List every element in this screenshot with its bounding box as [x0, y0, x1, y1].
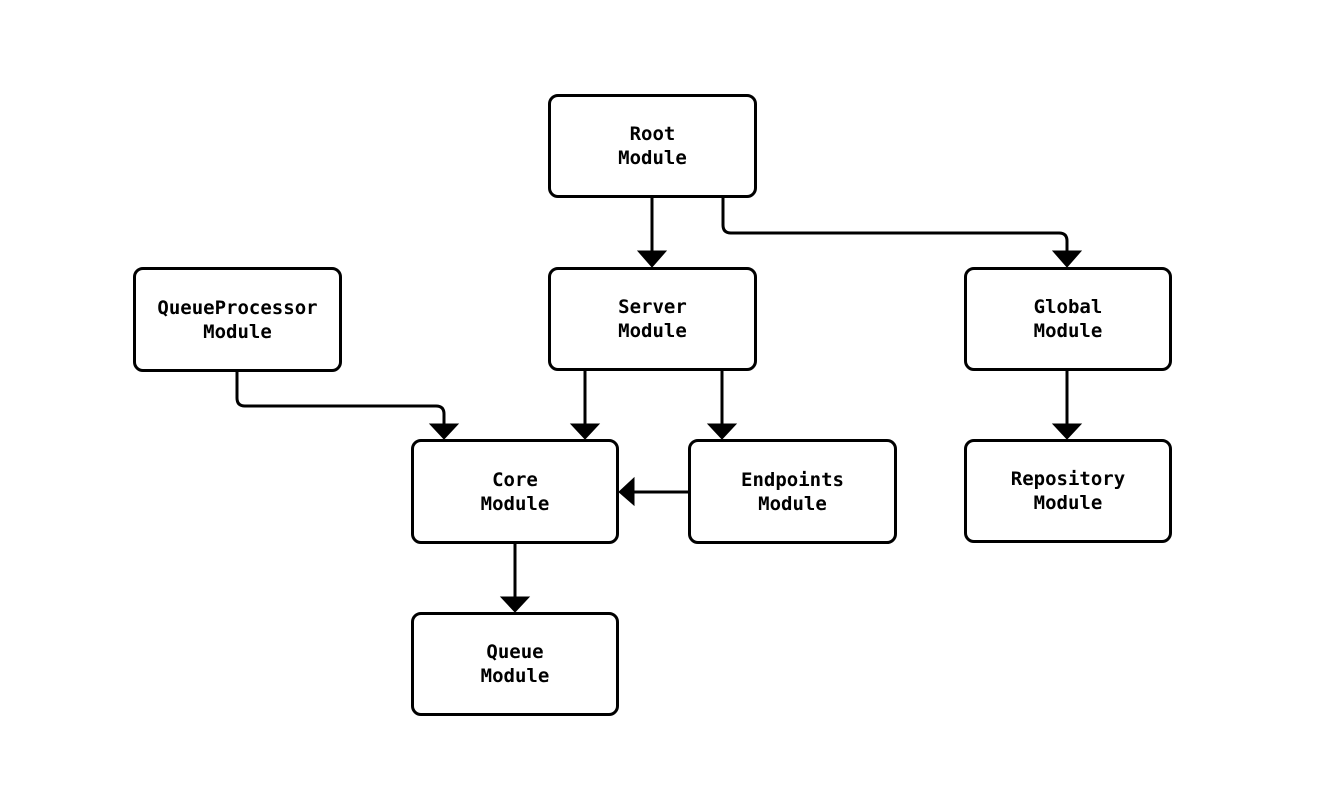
node-queueprocessor-module: QueueProcessor Module [133, 267, 342, 372]
node-server-module-label: Server Module [618, 296, 687, 342]
node-root-module-label: Root Module [618, 123, 687, 169]
edge-root-server [636, 198, 668, 268]
edge-endpoints-core [618, 476, 688, 507]
node-endpoints-module: Endpoints Module [688, 439, 897, 544]
node-queue-module: Queue Module [411, 612, 619, 716]
edge-queueprocessor-core [235, 372, 460, 440]
node-server-module: Server Module [548, 267, 757, 371]
node-queueprocessor-module-label: QueueProcessor Module [157, 296, 318, 343]
node-repository-module: Repository Module [964, 439, 1172, 543]
node-core-module-label: Core Module [480, 468, 550, 515]
edge-global-repository [1051, 371, 1083, 440]
node-core-module: Core Module [411, 439, 619, 544]
node-global-module: Global Module [964, 267, 1172, 371]
node-global-module-label: Global Module [1033, 296, 1103, 342]
node-endpoints-module-label: Endpoints Module [741, 468, 844, 515]
edge-core-queue [499, 544, 531, 613]
node-repository-module-label: Repository Module [1010, 468, 1126, 514]
node-root-module: Root Module [548, 94, 757, 198]
edge-server-core [569, 371, 601, 440]
edge-root-global [721, 198, 1083, 268]
edge-server-endpoints [706, 371, 738, 440]
node-queue-module-label: Queue Module [480, 641, 550, 687]
